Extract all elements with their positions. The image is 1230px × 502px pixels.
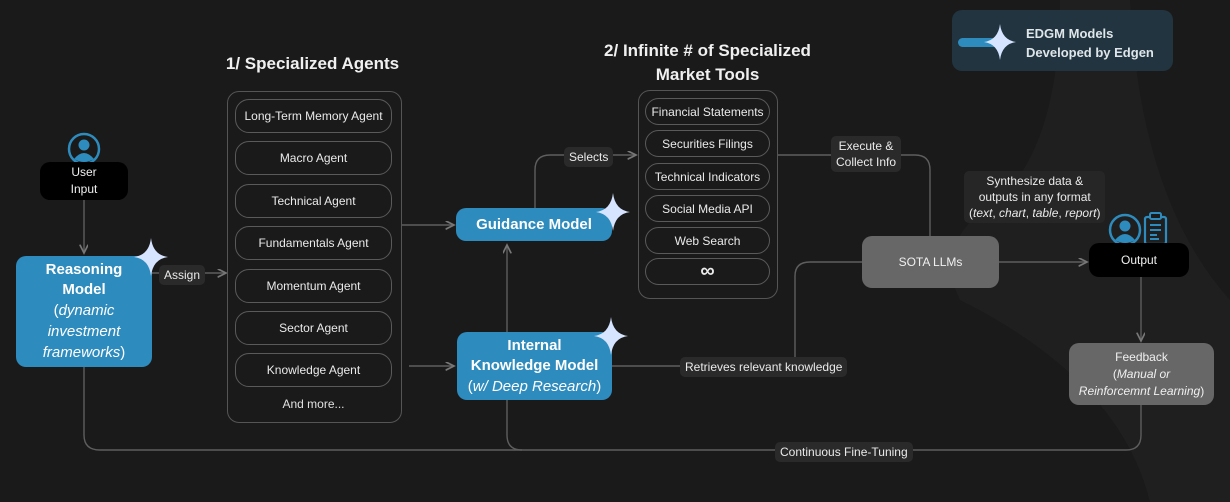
edge-label-assign: Assign [159,265,206,285]
agent-item[interactable]: Macro Agent [235,141,392,175]
tool-item[interactable]: Financial Statements [645,98,770,125]
reasoning-title-2: Model [62,281,106,298]
reasoning-model-node[interactable]: Reasoning Model (dynamic investment fram… [16,256,152,367]
edge-label-retrieves: Retrieves relevant knowledge [680,357,848,377]
output-label: Output [1120,252,1158,267]
format-chart: chart [999,206,1026,220]
agents-title: 1/ Specialized Agents [225,54,400,73]
knowledge-title-1: Internal [507,336,562,354]
sparkle-icon [594,317,628,355]
agent-item[interactable]: Sector Agent [235,311,392,345]
feedback-sub-1: Manual or [1116,366,1171,381]
clipboard-icon [1143,212,1168,246]
sota-llms-node[interactable]: SOTA LLMs [862,236,999,288]
paren-close: ) [120,344,126,361]
sota-label: SOTA LLMs [898,254,963,269]
execute-line-2: Collect Info [836,155,897,169]
tools-title: 2/ Infinite # of Specialized Market Tool… [580,39,835,87]
synth-line-2: outputs in any format [978,190,1091,204]
tools-panel [638,90,778,299]
format-text: text [973,206,993,220]
paren-close: ) [1200,383,1205,398]
legend-line-1: EDGM Models [1026,26,1114,41]
reasoning-sub-2: investment [47,323,121,340]
agent-item[interactable]: Fundamentals Agent [235,226,392,260]
agents-more: And more... [282,397,345,411]
agents-panel [227,91,402,423]
user-input-node[interactable]: User Input [40,162,128,200]
agent-item[interactable]: Knowledge Agent [235,353,392,387]
edge-label-fine-tuning: Continuous Fine-Tuning [775,442,913,462]
edge-label-selects: Selects [564,147,614,167]
synth-line-3: (text, chart, table, report) [969,206,1101,220]
feedback-title: Feedback [1115,349,1168,364]
tool-item[interactable]: Social Media API [645,195,770,222]
sparkle-icon [596,193,630,231]
user-icon [1108,213,1142,247]
sparkle-icon [958,24,1016,60]
guidance-title: Guidance Model [476,215,592,233]
guidance-model-node[interactable]: Guidance Model [456,208,612,241]
tool-item[interactable]: Securities Filings [645,130,770,157]
knowledge-sub: w/ Deep Research [472,377,597,395]
feedback-sub-2: Reinforcemnt Learning [1078,383,1201,398]
legend-line-2: Developed by Edgen [1026,45,1154,60]
format-report: report [1065,206,1097,220]
reasoning-sub-3: frameworks [42,344,121,361]
paren-close: ) [596,377,602,395]
user-input-line-1: User [71,165,97,179]
edge-label-execute: Execute & Collect Info [831,136,902,172]
tool-item[interactable]: Technical Indicators [645,163,770,190]
synth-line-1: Synthesize data & [986,174,1084,188]
tool-item-infinite[interactable]: ∞ [645,258,770,285]
agent-item[interactable]: Technical Agent [235,184,392,218]
tools-title-2: Market Tools [655,65,760,84]
sparkle-icon [134,238,168,276]
agent-item[interactable]: Momentum Agent [235,269,392,303]
reasoning-sub-1: dynamic [58,302,115,319]
paren-open: ( [1112,366,1117,381]
format-table: table [1032,206,1059,220]
user-icon [67,132,101,166]
paren-open: ( [467,377,473,395]
knowledge-model-node[interactable]: Internal Knowledge Model (w/ Deep Resear… [457,332,612,400]
paren-open: ( [53,302,59,319]
output-node[interactable]: Output [1089,243,1189,277]
legend-edgm-models: EDGM Models Developed by Edgen [952,10,1173,71]
execute-line-1: Execute & [838,139,894,153]
reasoning-title-1: Reasoning [45,261,123,278]
knowledge-title-2: Knowledge Model [470,356,599,374]
agent-item[interactable]: Long-Term Memory Agent [235,99,392,133]
edge-label-synthesize: Synthesize data & outputs in any format … [964,171,1106,223]
tool-item[interactable]: Web Search [645,227,770,254]
user-input-line-2: Input [70,182,98,196]
feedback-node[interactable]: Feedback (Manual or Reinforcemnt Learnin… [1069,343,1214,405]
tools-title-1: 2/ Infinite # of Specialized [604,41,811,60]
